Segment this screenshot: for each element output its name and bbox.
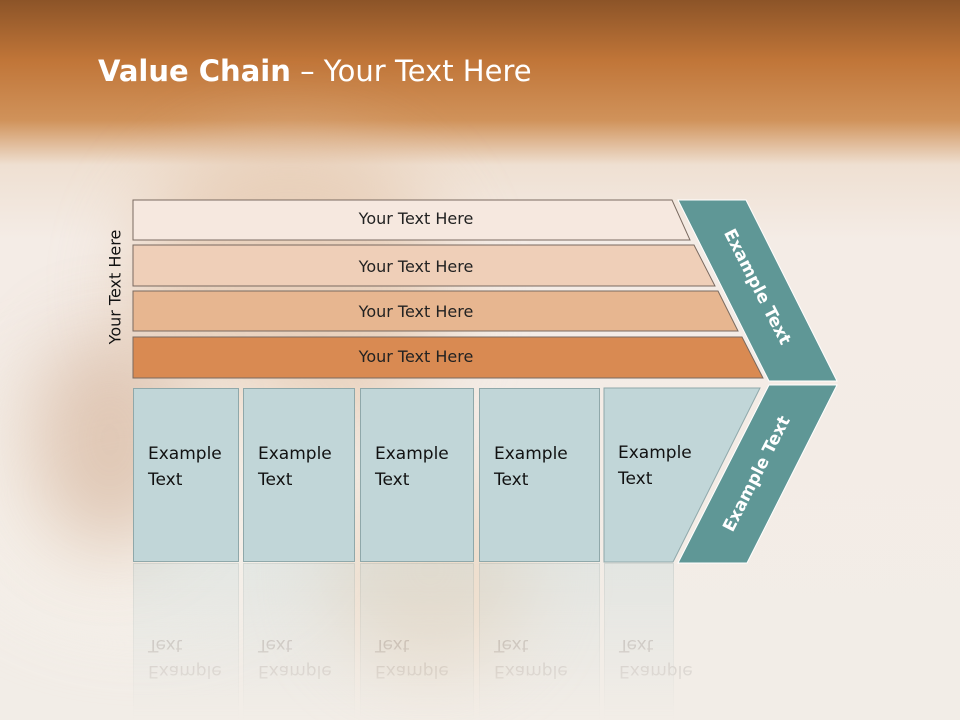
slide-title: Value Chain – Your Text Here — [98, 54, 532, 88]
row-bar-4[interactable] — [132, 336, 764, 379]
row-label-3: Your Text Here — [358, 302, 474, 321]
row-bar-1[interactable] — [132, 199, 691, 241]
row-label-1: Your Text Here — [358, 209, 474, 228]
last-column-shape[interactable] — [603, 387, 761, 563]
chevron-upper[interactable] — [677, 199, 838, 382]
title-rest: – Your Text Here — [290, 54, 532, 88]
row-label-4: Your Text Here — [358, 347, 474, 366]
title-bold: Value Chain — [98, 54, 291, 88]
row-bar-2[interactable] — [132, 244, 716, 287]
chevron-lower[interactable] — [677, 384, 838, 564]
row-bar-3[interactable] — [132, 290, 739, 332]
row-label-2: Your Text Here — [358, 257, 474, 276]
